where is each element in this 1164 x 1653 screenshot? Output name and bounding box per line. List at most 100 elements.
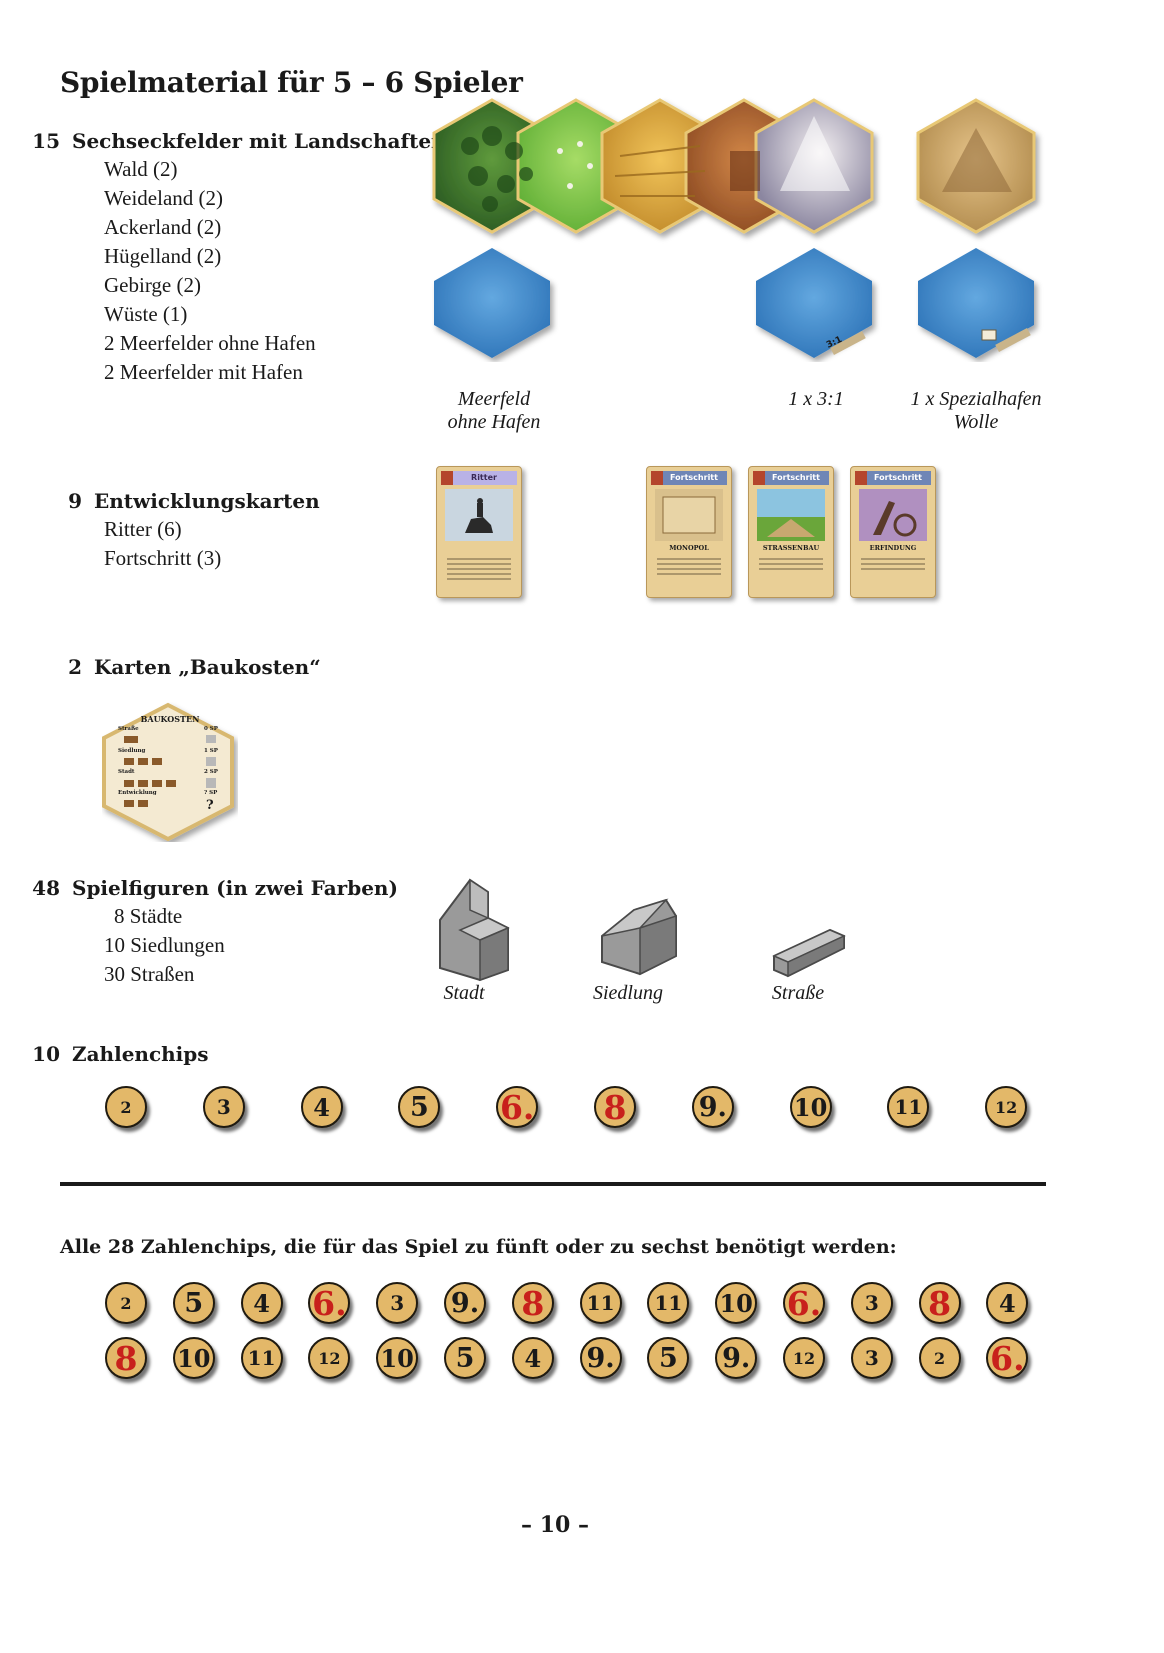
list-item: Ackerland (2) — [104, 215, 222, 239]
number-chip: 4 — [300, 1086, 343, 1128]
section-count: 48 — [32, 876, 60, 900]
section-title: Zahlenchips — [72, 1042, 209, 1066]
list-item: 2 Meerfelder ohne Hafen — [104, 331, 316, 355]
number-chip: 3 — [850, 1282, 893, 1324]
number-chip: 12 — [985, 1086, 1028, 1128]
section-count: 15 — [32, 129, 60, 153]
card-header: Ritter — [471, 473, 497, 482]
list-item: 2 Meerfelder mit Hafen — [104, 360, 303, 384]
cost-row-points: 2 SP — [204, 769, 218, 775]
section-count: 10 — [32, 1042, 60, 1066]
number-chip: 10 — [715, 1282, 758, 1324]
card-header: Fortschritt — [670, 473, 718, 482]
caption-piece: Stadt — [443, 982, 485, 1004]
card-header: Fortschritt — [772, 473, 820, 482]
section-title: Spielfiguren (in zwei Farben) — [72, 876, 398, 900]
development-card-strassenbau: Fortschritt STRASSENBAU — [748, 466, 834, 598]
section-pieces-heading: 48 Spielfiguren (in zwei Farben) — [20, 876, 398, 900]
scroll-icon — [655, 489, 723, 541]
caption-line: ohne Hafen — [447, 411, 541, 433]
card-name: ERFINDUNG — [869, 544, 917, 552]
number-chip: 12 — [308, 1337, 351, 1379]
cost-row-points: 1 SP — [204, 748, 218, 754]
number-chip: 6. — [496, 1086, 539, 1128]
road-piece-icon — [772, 928, 846, 978]
list-item: Hügelland (2) — [104, 244, 222, 268]
list-item: Wüste (1) — [104, 302, 188, 326]
number-chip: 9. — [444, 1282, 486, 1324]
cost-row-label: Stadt — [118, 769, 135, 775]
number-chip: 2 — [105, 1086, 147, 1128]
number-chip: 10 — [172, 1337, 215, 1379]
list-item: 10 Siedlungen — [104, 933, 225, 957]
number-chip: 10 — [789, 1086, 832, 1128]
number-chip: 4 — [240, 1282, 283, 1324]
caption-special-harbor: 1 x Spezialhafen Wolle — [896, 388, 1056, 434]
settlement-piece-icon — [601, 898, 677, 976]
number-chip: 3 — [850, 1337, 893, 1379]
tiles-item-list: Wald (2) Weideland (2) Ackerland (2) Hüg… — [104, 155, 316, 387]
number-chip: 6. — [986, 1337, 1029, 1379]
caption-line: Meerfeld — [457, 388, 531, 410]
wool-icon — [981, 329, 997, 341]
number-chip: 4 — [986, 1282, 1029, 1324]
caption-line: 1 x Spezialhafen — [910, 388, 1042, 410]
caption-sea: Meerfeld ohne Hafen — [430, 388, 558, 434]
knight-icon — [445, 489, 513, 541]
building-costs-card: BAUKOSTEN Straße 0 SP Siedlung 1 SP Stad… — [102, 702, 238, 842]
road-building-icon — [757, 489, 825, 541]
list-item: 8 Städte — [114, 904, 183, 928]
number-chip: 8 — [511, 1282, 554, 1324]
building-costs-title: BAUKOSTEN — [140, 714, 200, 724]
number-chip: 3 — [202, 1086, 245, 1128]
building-costs-hex — [102, 702, 234, 842]
landscape-tiles — [432, 98, 1036, 234]
invention-icon — [859, 489, 927, 541]
caption-harbor: 1 x 3:1 — [788, 388, 844, 410]
number-chip: 5 — [172, 1282, 215, 1324]
card-name: MONOPOL — [669, 544, 709, 552]
number-chip: 6. — [783, 1282, 825, 1324]
number-chip: 6. — [308, 1282, 351, 1324]
number-chip: 11 — [647, 1282, 690, 1324]
list-item: Ritter (6) — [104, 517, 182, 541]
number-chip: 9. — [579, 1337, 622, 1379]
caption-piece: Straße — [771, 982, 825, 1004]
number-chip: 2 — [918, 1337, 961, 1379]
page-title: Spielmaterial für 5 – 6 Spieler — [60, 66, 523, 99]
list-item: 30 Straßen — [104, 962, 195, 986]
cost-row-points: ? SP — [204, 790, 218, 796]
section-title: Sechseckfelder mit Landschaften — [72, 129, 446, 153]
card-name: STRASSENBAU — [762, 544, 820, 552]
number-chip: 12 — [783, 1337, 825, 1379]
development-card-ritter: Ritter — [436, 466, 522, 598]
harbor-pier-icon — [830, 328, 1031, 355]
cards-item-list: Ritter (6) Fortschritt (3) — [104, 515, 221, 573]
number-chip: 11 — [240, 1337, 283, 1379]
cost-row-points: 0 SP — [204, 726, 218, 732]
all-chips-heading: Alle 28 Zahlenchips, die für das Spiel z… — [60, 1236, 897, 1258]
sea-tile-harbor-3-1 — [756, 248, 872, 358]
number-chip: 9. — [715, 1337, 758, 1379]
sea-tile-harbor-wool — [918, 248, 1034, 358]
number-chip: 10 — [376, 1337, 419, 1379]
list-item: Gebirge (2) — [104, 273, 201, 297]
card-header: Fortschritt — [874, 473, 922, 482]
number-chip: 8 — [594, 1086, 636, 1128]
number-chip: 5 — [444, 1337, 486, 1379]
list-item: Fortschritt (3) — [104, 546, 222, 570]
sea-tile-plain — [434, 248, 550, 358]
development-card-erfindung: Fortschritt ERFINDUNG — [850, 466, 936, 598]
section-title: Entwicklungskarten — [94, 489, 320, 513]
sea-tiles: 3:1 — [434, 248, 1034, 358]
cost-row-label: Siedlung — [118, 748, 146, 754]
number-chip: 11 — [887, 1086, 930, 1128]
number-chip: 4 — [511, 1337, 554, 1379]
section-chips-heading: 10 Zahlenchips — [20, 1042, 209, 1066]
number-chip: 8 — [105, 1337, 147, 1379]
cost-row-label: Straße — [118, 726, 139, 732]
development-card-monopol: Fortschritt MONOPOL — [646, 466, 732, 598]
caption-line: Wolle — [953, 411, 999, 433]
